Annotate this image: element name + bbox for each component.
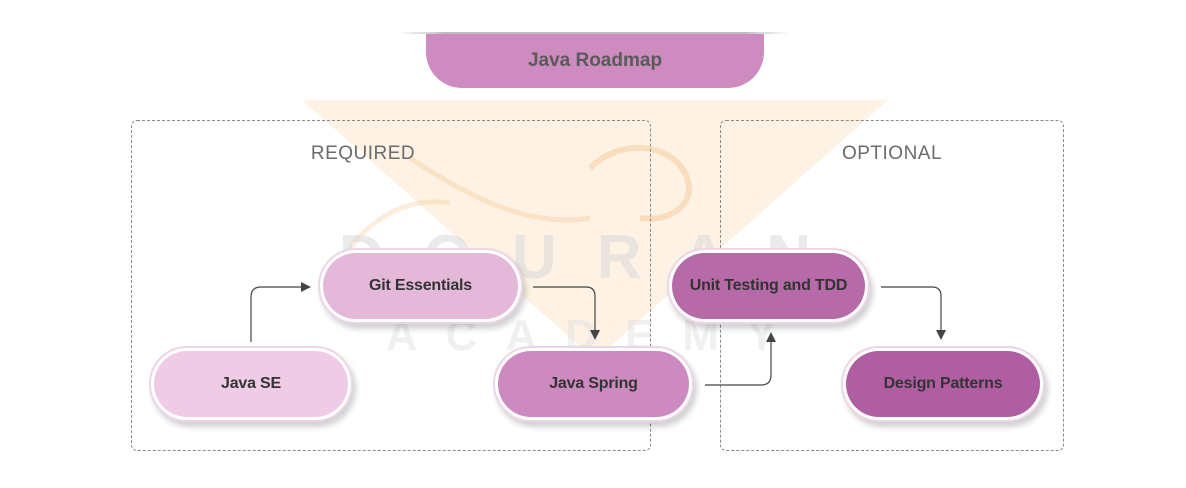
- required-group: REQUIRED: [131, 120, 651, 451]
- node-java-se: Java SE: [149, 346, 353, 422]
- node-java-se-label: Java SE: [154, 351, 348, 417]
- required-group-title: REQUIRED: [310, 143, 416, 164]
- optional-group-title: OPTIONAL: [841, 143, 943, 164]
- node-unit-testing: Unit Testing and TDD: [667, 248, 870, 324]
- node-git-essentials: Git Essentials: [318, 248, 523, 324]
- node-git-essentials-label: Git Essentials: [323, 253, 518, 319]
- node-java-spring-label: Java Spring: [498, 351, 689, 417]
- node-design-patterns: Design Patterns: [841, 346, 1045, 422]
- node-java-spring: Java Spring: [493, 346, 694, 422]
- page-title: Java Roadmap: [426, 34, 764, 88]
- title-rule: [398, 32, 790, 34]
- node-unit-testing-label: Unit Testing and TDD: [672, 253, 865, 319]
- node-design-patterns-label: Design Patterns: [846, 351, 1040, 417]
